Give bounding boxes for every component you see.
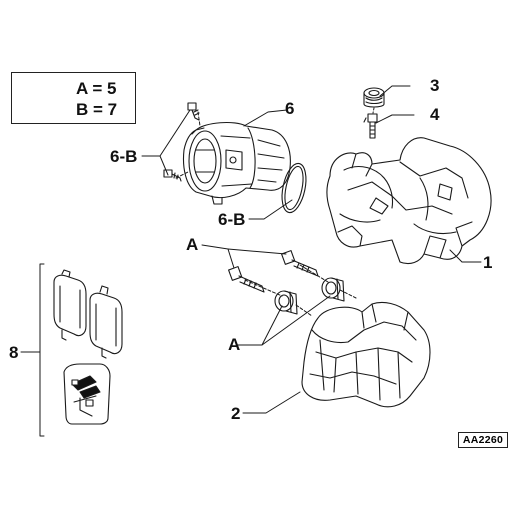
part-6-actuator-motor [182, 121, 291, 205]
leader-lines [20, 85, 482, 437]
callout-1: 1 [483, 253, 493, 272]
callout-2: 2 [231, 404, 241, 423]
callout-3: 3 [430, 76, 440, 95]
part-3-bushing [363, 87, 385, 108]
bushing-left [274, 290, 298, 315]
screw-6b-lower [163, 169, 182, 182]
legend-line-a: A = 5 [76, 79, 117, 98]
bushing-right [321, 277, 345, 302]
part-2-caliper-bracket [301, 301, 431, 408]
reference-code-badge: AA2260 [458, 432, 508, 448]
bolt-a-left [228, 266, 265, 293]
callout-a-bottom: A [228, 335, 241, 354]
part-4-bleed-screw [363, 113, 378, 139]
torque-legend-box [11, 72, 136, 124]
part-8-brake-pad-right [89, 285, 123, 359]
part-8-brake-pad-left [53, 269, 87, 341]
part-8-fitting-kit-bag [63, 363, 111, 425]
callout-6b-bottom: 6-B [218, 210, 246, 229]
callout-8: 8 [9, 343, 19, 362]
legend-line-b: B = 7 [76, 100, 118, 119]
screw-6b-upper [187, 102, 200, 121]
bolt-a-right [281, 250, 319, 277]
callout-6: 6 [285, 99, 295, 118]
callout-4: 4 [430, 105, 440, 124]
callout-a-top: A [186, 235, 199, 254]
part-1-caliper-housing [326, 137, 492, 265]
callout-6b-top: 6-B [110, 147, 138, 166]
o-ring-6b [281, 162, 307, 214]
